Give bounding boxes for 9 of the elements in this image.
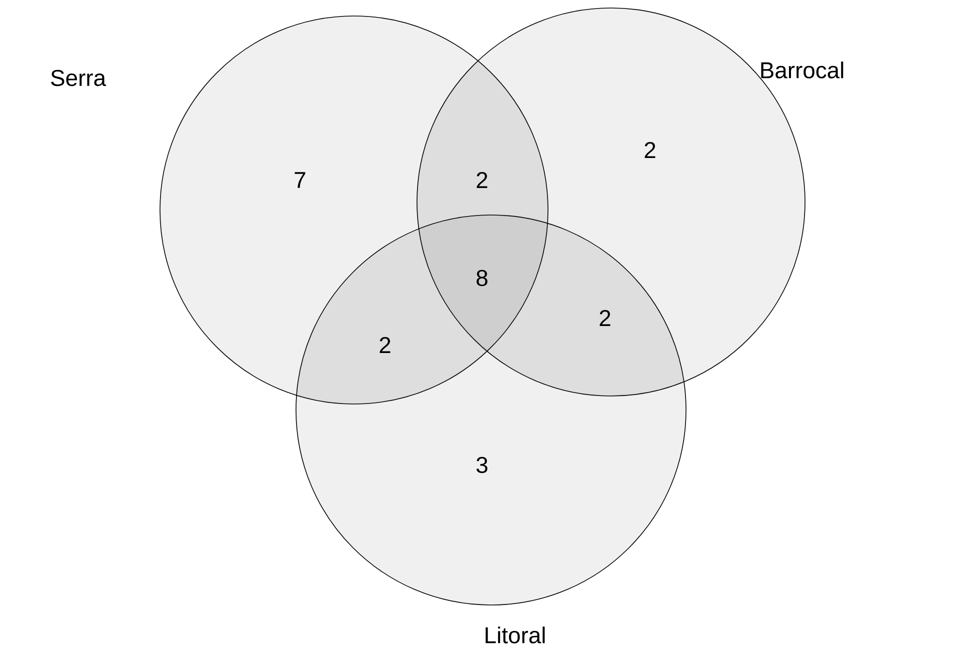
region-count: 3 [476,456,488,474]
node-label: Serra [51,70,106,86]
region-count: 2 [600,310,610,326]
region-count: 7 [294,172,306,188]
region-count: 8 [476,270,488,286]
node-label: Litoral [486,626,545,644]
region-count: 2 [476,172,488,188]
region-count: 2 [644,142,656,158]
region-count: 2 [380,337,390,353]
